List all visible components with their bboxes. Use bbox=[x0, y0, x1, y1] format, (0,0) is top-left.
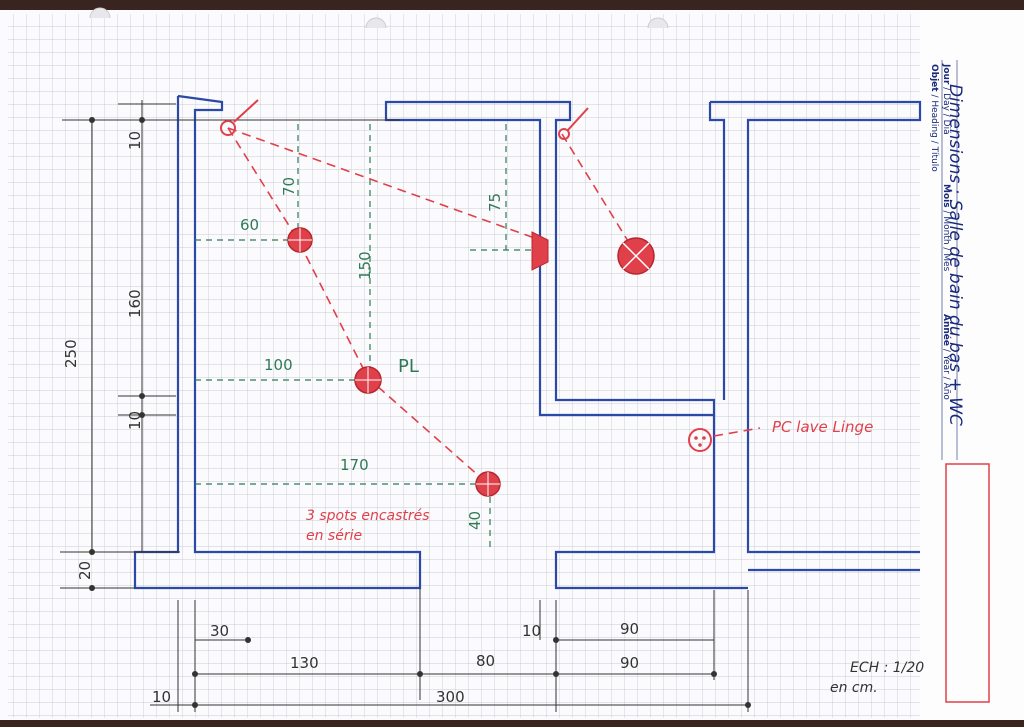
dimension-lines bbox=[60, 100, 749, 712]
header-strip bbox=[920, 10, 1024, 720]
ring-hole-1 bbox=[89, 7, 111, 19]
spot-light-icon bbox=[287, 227, 313, 253]
wc-light-icon bbox=[617, 237, 655, 275]
switch-lever-2 bbox=[567, 107, 589, 131]
month-sub: Month / Mes bbox=[941, 216, 951, 271]
green-100: 100 bbox=[264, 356, 293, 374]
dimension-ticks bbox=[89, 117, 751, 708]
dim-160: 160 bbox=[126, 289, 144, 318]
svg-text:Jour / Day / Diá: Jour / Day / Diá bbox=[941, 63, 951, 135]
dim-30: 30 bbox=[210, 622, 229, 640]
year-label: Année bbox=[941, 314, 952, 346]
day-label: Jour bbox=[941, 63, 951, 85]
ring-hole-2 bbox=[365, 17, 387, 29]
green-75: 75 bbox=[486, 193, 504, 212]
switch-lever bbox=[233, 99, 259, 123]
scale-line1: ECH : 1/20 bbox=[850, 660, 924, 676]
grid bbox=[8, 14, 920, 718]
page-title: Dimensions : Salle de bain du bas + WC bbox=[945, 84, 965, 426]
green-40: 40 bbox=[466, 511, 484, 530]
dim-10-left: 10 bbox=[152, 688, 171, 706]
spots-note-line2: en série bbox=[306, 528, 362, 544]
scale-line2: en cm. bbox=[830, 680, 878, 696]
month-label: Mois bbox=[941, 184, 951, 208]
dim-80: 80 bbox=[476, 652, 495, 670]
dim-90-bottom: 90 bbox=[620, 654, 639, 672]
dim-130: 130 bbox=[290, 654, 319, 672]
svg-text:Objet / Heading / Título: Objet / Heading / Título bbox=[929, 64, 939, 172]
object-sub: Heading / Título bbox=[929, 100, 939, 172]
stamp-box bbox=[945, 463, 990, 703]
object-label: Objet bbox=[929, 64, 939, 92]
ceiling-light-icon bbox=[354, 366, 382, 394]
svg-text:Mois / Month / Mes: Mois / Month / Mes bbox=[941, 184, 951, 272]
wiring bbox=[227, 127, 761, 485]
dim-10-right: 10 bbox=[522, 622, 541, 640]
green-170: 170 bbox=[340, 456, 369, 474]
ring-hole-3 bbox=[647, 17, 669, 29]
pc-note: PC lave Linge bbox=[772, 418, 873, 436]
year-sub: Year / Año bbox=[941, 354, 951, 401]
switch-icon bbox=[220, 120, 236, 136]
dim-250: 250 bbox=[62, 339, 80, 368]
green-dim-lines bbox=[195, 124, 540, 552]
dim-10-mid: 10 bbox=[126, 411, 144, 430]
green-70: 70 bbox=[280, 177, 298, 196]
label-pl: PL bbox=[398, 356, 419, 377]
dim-20: 20 bbox=[76, 561, 94, 580]
dim-300: 300 bbox=[436, 688, 465, 706]
wall-light-icon bbox=[531, 231, 549, 271]
switch-icon-2 bbox=[558, 128, 570, 140]
socket-icon bbox=[688, 428, 712, 452]
green-150: 150 bbox=[356, 251, 374, 280]
dim-90-top: 90 bbox=[620, 620, 639, 638]
dim-10-top: 10 bbox=[126, 131, 144, 150]
svg-text:Année / Year / Año: Année / Year / Año bbox=[941, 314, 952, 400]
day-sub: Day / Diá bbox=[941, 93, 951, 134]
spot-light-icon-2 bbox=[475, 471, 501, 497]
green-60: 60 bbox=[240, 216, 259, 234]
header-text: Jour / Day / Diá Mois / Month / Mes Anné… bbox=[929, 63, 965, 426]
spots-note-line1: 3 spots encastrés bbox=[306, 508, 430, 524]
